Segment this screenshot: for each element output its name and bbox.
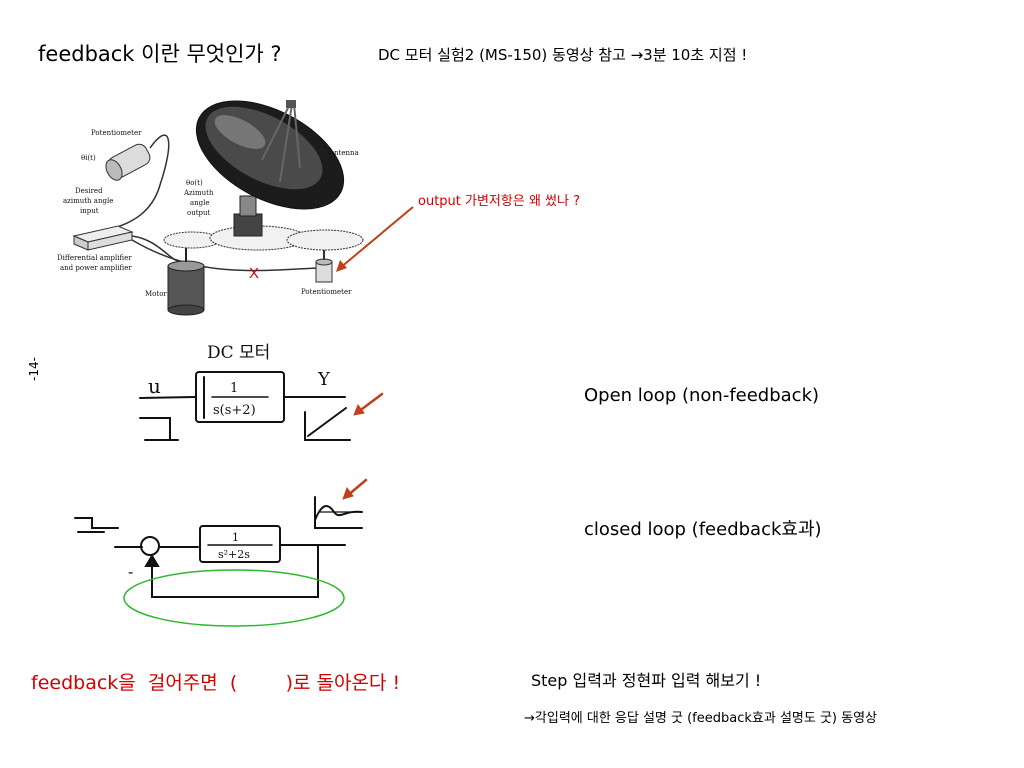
closed-loop-caption: closed loop (feedback효과)	[584, 519, 822, 540]
label-azimuth-output-2: angle	[190, 199, 210, 207]
open-loop-output-y: Y	[317, 369, 331, 390]
label-amplifier-2: and power amplifier	[60, 264, 132, 272]
open-loop-diagram: DC 모터 u Y 1 s(s+2)	[139, 343, 384, 441]
closed-loop-minus-sign: -	[128, 562, 133, 581]
label-azimuth-output-3: output	[187, 209, 211, 217]
x-mark: X	[249, 265, 259, 282]
open-loop-tf-denominator: s(s+2)	[213, 403, 256, 418]
closed-loop-tf-denominator: s²+2s	[218, 548, 250, 561]
page-number: -14-	[26, 357, 41, 381]
closed-loop-tf-numerator: 1	[232, 531, 239, 544]
label-azimuth-output-1: Azimuth	[183, 189, 214, 197]
video-response-note: →각입력에 대한 응답 설명 굿 (feedback효과 설명도 굿) 동영상	[524, 711, 878, 726]
motor	[167, 246, 205, 316]
output-pot-question: output 가변저항은 왜 썼나 ?	[418, 194, 580, 209]
feedback-loop-highlight	[123, 569, 345, 627]
label-potentiometer-top: Potentiometer	[91, 129, 142, 137]
closed-loop-diagram: - 1 s²+2s	[74, 478, 368, 627]
label-antenna: Antenna	[328, 149, 359, 157]
open-loop-caption: Open loop (non-feedback)	[584, 385, 820, 406]
gear-train	[163, 225, 364, 251]
input-potentiometer	[105, 134, 170, 231]
open-loop-input-u: u	[148, 374, 161, 398]
label-theta-i: θi(t)	[81, 154, 96, 162]
label-azimuth-input-1: azimuth angle	[63, 197, 113, 205]
page-title: feedback 이란 무엇인가 ?	[38, 42, 282, 66]
amplifier-box	[72, 225, 134, 251]
output-potentiometer	[315, 250, 333, 283]
video-reference-note: DC 모터 실험2 (MS-150) 동영상 참고 →3분 10초 지점 !	[378, 46, 748, 64]
question-arrow	[336, 206, 414, 272]
label-potentiometer-bottom: Potentiometer	[301, 288, 352, 296]
label-motor: Motor	[145, 290, 167, 298]
label-azimuth-input-2: input	[80, 207, 99, 215]
step-sine-task: Step 입력과 정현파 입력 해보기 !	[531, 671, 762, 690]
label-desired: Desired	[75, 187, 103, 195]
antenna-illustration: Potentiometer θi(t) Desired azimuth angl…	[57, 100, 364, 316]
open-loop-tf-numerator: 1	[230, 381, 238, 396]
label-amplifier-1: Differential amplifier	[57, 254, 132, 262]
handwritten-dc-motor: DC 모터	[207, 343, 270, 363]
label-theta-o: θo(t)	[186, 179, 203, 187]
feedback-statement: feedback을 걸어주면 ( )로 돌아온다 !	[31, 672, 401, 694]
antenna-dish	[195, 100, 345, 210]
